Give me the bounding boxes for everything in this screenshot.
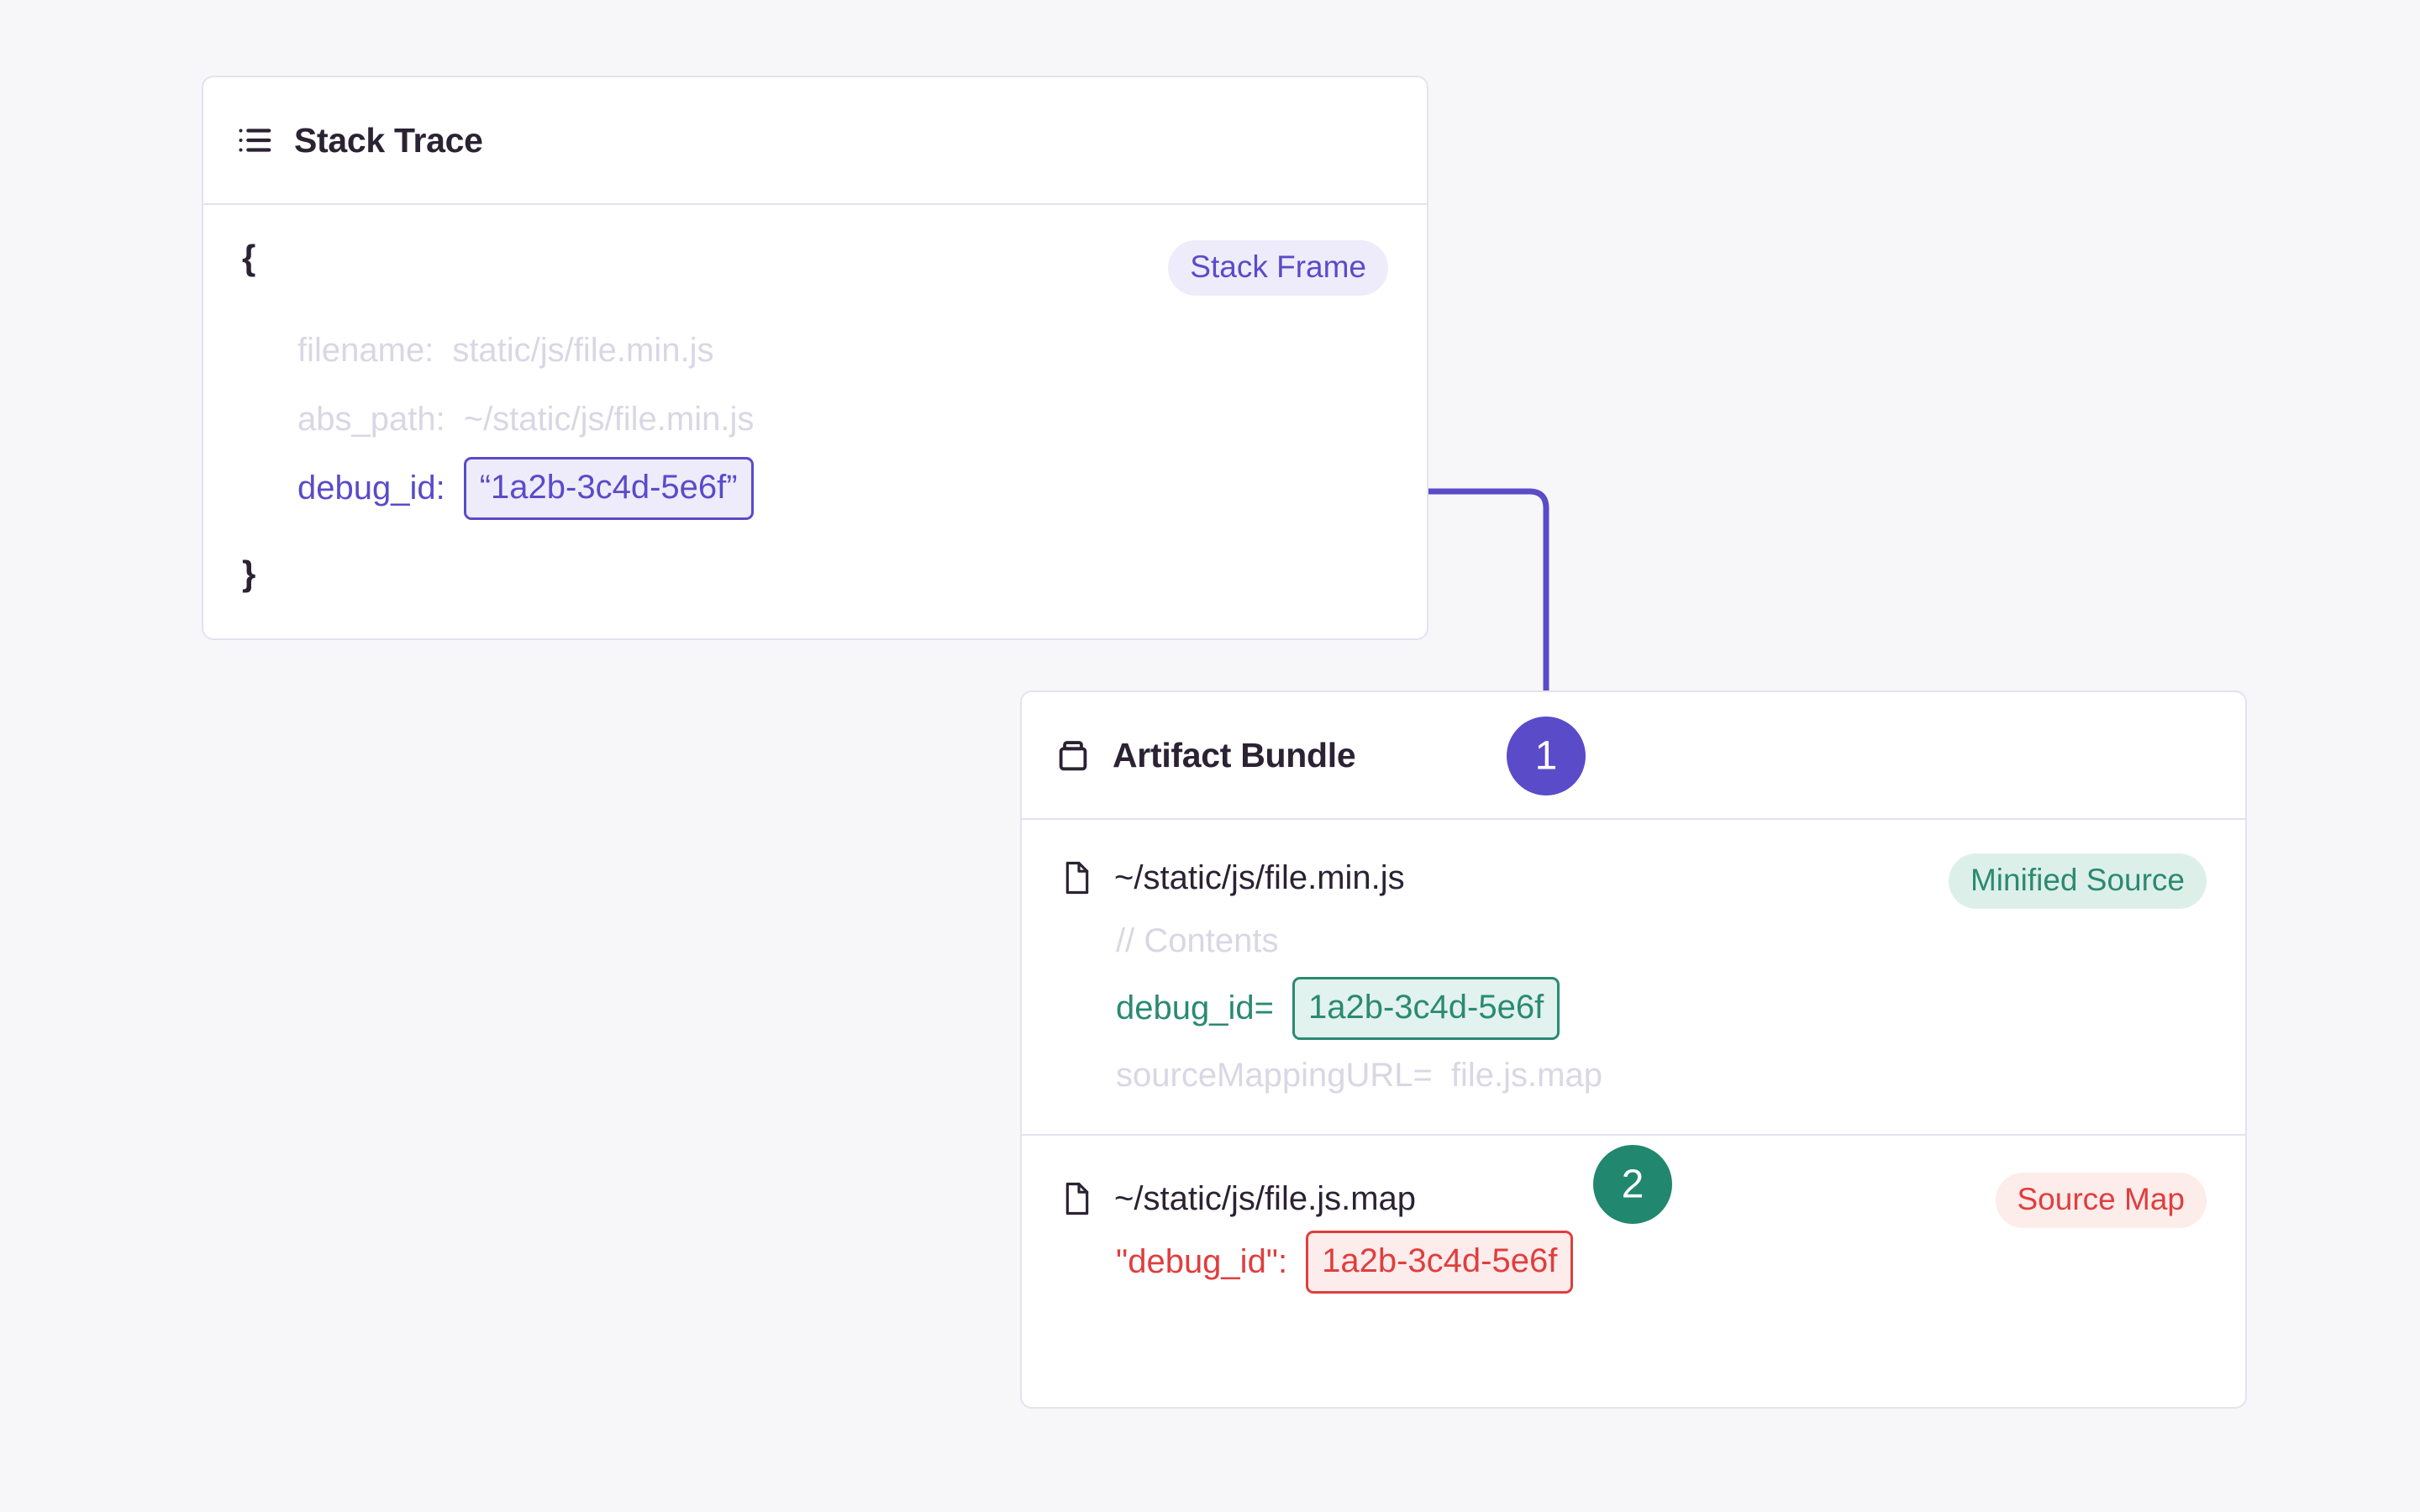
sourcemap-debug-id-line: "debug_id": 1a2b-3c4d-5e6f [1116,1228,2207,1295]
field-debug-id: debug_id: “1a2b-3c4d-5e6f” [297,454,1388,522]
minified-file-name: ~/static/js/file.min.js [1114,858,1405,896]
file-icon [1060,1180,1094,1217]
archive-icon [1054,736,1092,774]
open-brace: { [242,238,256,277]
list-icon [235,121,274,160]
artifact-bundle-header: Artifact Bundle [1022,692,2245,820]
field-filename-value: static/js/file.min.js [452,331,714,369]
status-badge-stack-frame: Stack Frame [1168,240,1388,296]
stack-trace-card: Stack Trace Stack Frame { filename: stat… [202,76,1428,640]
stack-trace-title: Stack Trace [294,120,483,160]
status-badge-source-map: Source Map [1995,1173,2207,1228]
minified-comment-line: // Contents [1116,907,2207,974]
artifact-bundle-title: Artifact Bundle [1113,735,1356,774]
sourcemap-file-name: ~/static/js/file.js.map [1114,1179,1417,1217]
sourcemap-debug-id-key: "debug_id": [1116,1242,1288,1280]
field-abs-path: abs_path: ~/static/js/file.min.js [297,385,1388,454]
minified-source-section: Minified Source ~/static/js/file.min.js … [1022,820,2245,1134]
artifact-bundle-card: Artifact Bundle Minified Source ~/static… [1020,690,2247,1409]
minified-debug-id-value[interactable]: 1a2b-3c4d-5e6f [1292,976,1560,1040]
minified-sourcemapurl-line: sourceMappingURL= file.js.map [1116,1042,2207,1109]
field-debug-id-key: debug_id: [297,469,445,507]
sourcemap-file-row: ~/static/js/file.js.map [1060,1169,2207,1228]
stack-trace-header: Stack Trace [203,77,1427,205]
status-badge-minified-source: Minified Source [1948,853,2207,909]
field-abs-path-key: abs_path: [297,400,445,438]
stack-frame-fields: filename: static/js/file.min.js abs_path… [297,316,1388,522]
file-icon [1060,859,1094,896]
minified-sourcemapurl-key: sourceMappingURL= [1116,1056,1433,1094]
field-filename-key: filename: [297,331,434,369]
minified-sourcemapurl-value: file.js.map [1450,1056,1602,1094]
field-abs-path-value: ~/static/js/file.min.js [463,400,755,438]
close-brace: } [242,554,256,593]
minified-comment: // Contents [1116,921,1279,959]
source-map-section: Source Map ~/static/js/file.js.map "debu… [1022,1136,2245,1314]
sourcemap-debug-id-value[interactable]: 1a2b-3c4d-5e6f [1306,1230,1574,1294]
field-debug-id-value[interactable]: “1a2b-3c4d-5e6f” [463,456,754,520]
field-filename: filename: static/js/file.min.js [297,316,1388,385]
stack-trace-body: Stack Frame { filename: static/js/file.m… [203,205,1427,591]
minified-debug-id-line: debug_id= 1a2b-3c4d-5e6f [1116,974,2207,1042]
minified-debug-id-key: debug_id= [1116,989,1274,1026]
